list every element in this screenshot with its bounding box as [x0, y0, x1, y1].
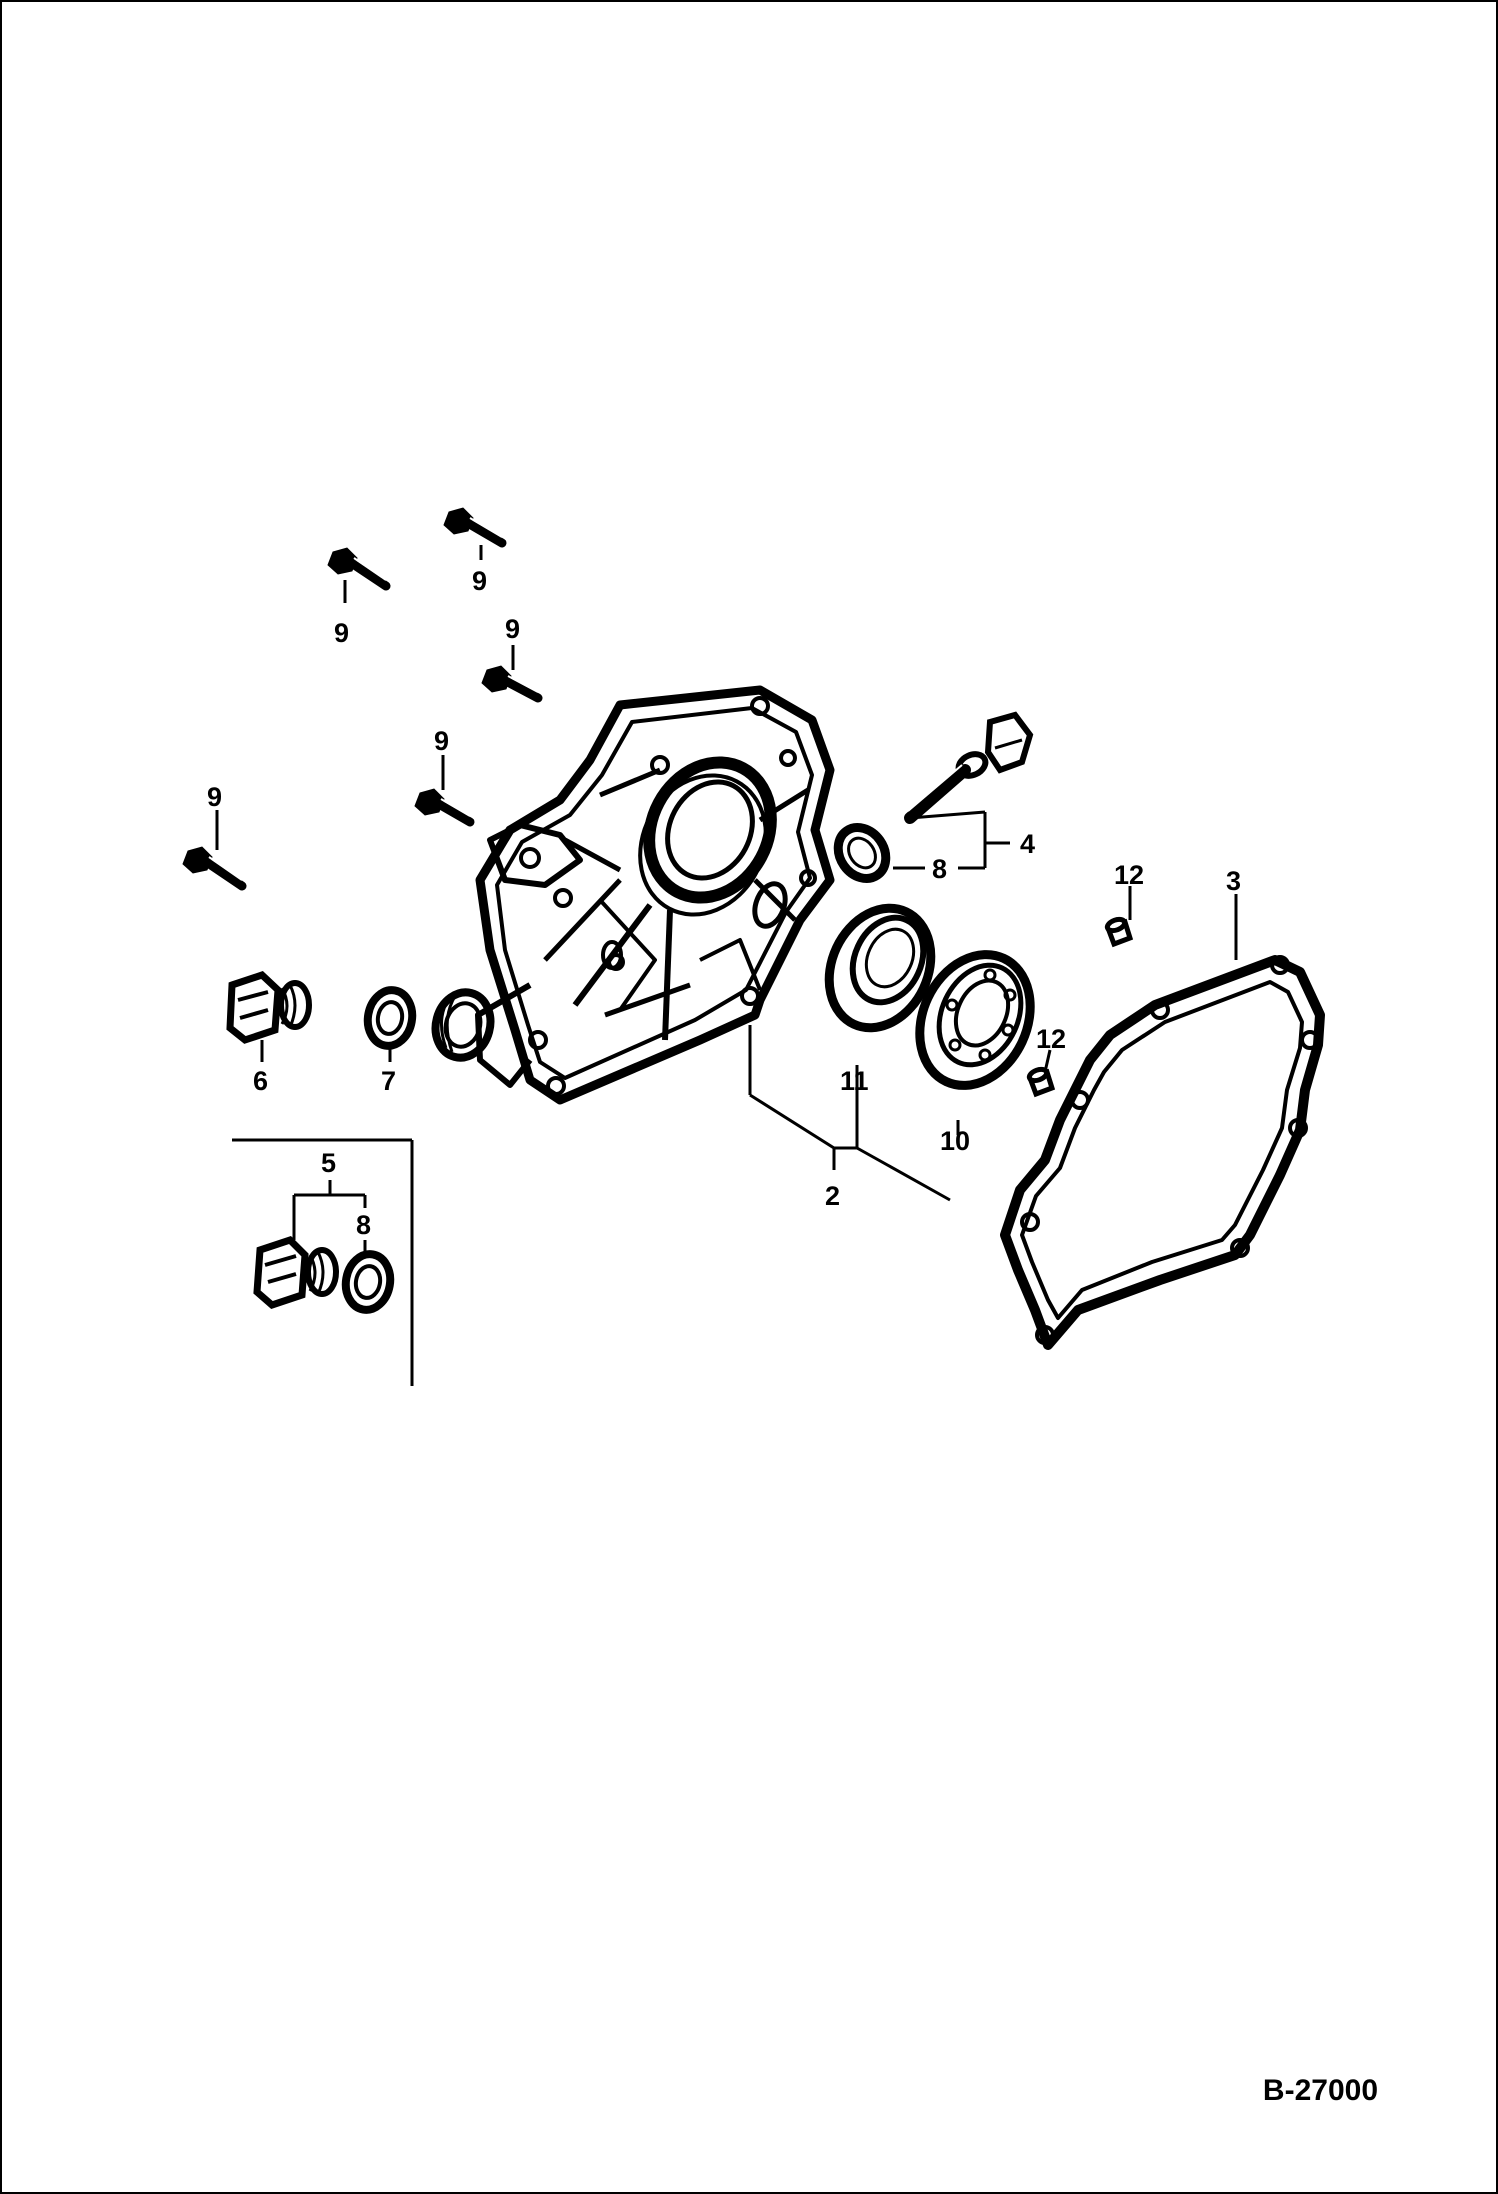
callout-labels: 9 9 9 9 9 4 8 12 3 12 11 10 2 6 7 5 8: [207, 566, 1241, 1240]
crankcase-cover: [475, 685, 835, 1105]
washer-8-lower: [341, 1250, 395, 1314]
callout-8: 8: [932, 854, 947, 884]
callout-3: 3: [1226, 866, 1241, 896]
callout-6: 6: [253, 1066, 268, 1096]
bolt-9-d: [414, 788, 475, 827]
callout-12: 12: [1036, 1024, 1066, 1054]
callout-11: 11: [840, 1066, 869, 1096]
callout-9: 9: [434, 726, 449, 756]
drain-plug-5: [253, 1235, 339, 1309]
drawing-code: B-27000: [1262, 2074, 1378, 2107]
leader-lines: [215, 545, 1238, 1386]
callout-7: 7: [381, 1066, 396, 1096]
callout-9: 9: [472, 566, 487, 596]
gasket-3: [1000, 955, 1325, 1350]
callout-5: 5: [321, 1148, 336, 1178]
callout-4: 4: [1020, 829, 1035, 859]
dowel-pin-12-lower: [1026, 1066, 1056, 1098]
o-ring-8-upper: [833, 823, 891, 883]
dipstick-4: [904, 711, 1034, 824]
callout-10: 10: [940, 1126, 970, 1156]
oil-seal-11: [824, 903, 936, 1033]
bearing-10: [915, 950, 1035, 1090]
bolt-9-b: [443, 507, 507, 548]
callout-12: 12: [1114, 860, 1144, 890]
callout-9: 9: [334, 618, 349, 648]
callout-2: 2: [825, 1181, 840, 1211]
washer-7: [363, 986, 417, 1050]
dowel-pin-12-upper: [1104, 916, 1134, 948]
bolt-9-e: [182, 846, 247, 891]
callout-9: 9: [505, 614, 520, 644]
callout-9: 9: [207, 782, 222, 812]
bolt-9-c: [481, 665, 543, 703]
callout-8: 8: [356, 1210, 371, 1240]
neck-seal: [431, 988, 495, 1062]
drain-plug-6: [226, 971, 312, 1044]
bolt-9-a: [327, 547, 391, 591]
